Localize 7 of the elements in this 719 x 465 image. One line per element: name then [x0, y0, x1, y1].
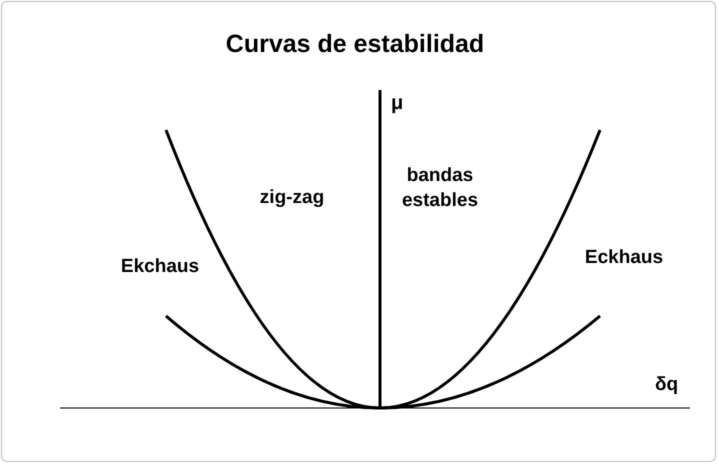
- region-label: Ekchaus: [120, 255, 200, 279]
- axis-label: δq: [655, 373, 678, 397]
- region-label: zig-zag: [258, 186, 326, 210]
- region-label: Eckhaus: [584, 246, 664, 270]
- region-label: bandas estables: [400, 164, 480, 213]
- chart-title: Curvas de estabilidad: [224, 30, 486, 59]
- axis-label: μ: [391, 91, 404, 116]
